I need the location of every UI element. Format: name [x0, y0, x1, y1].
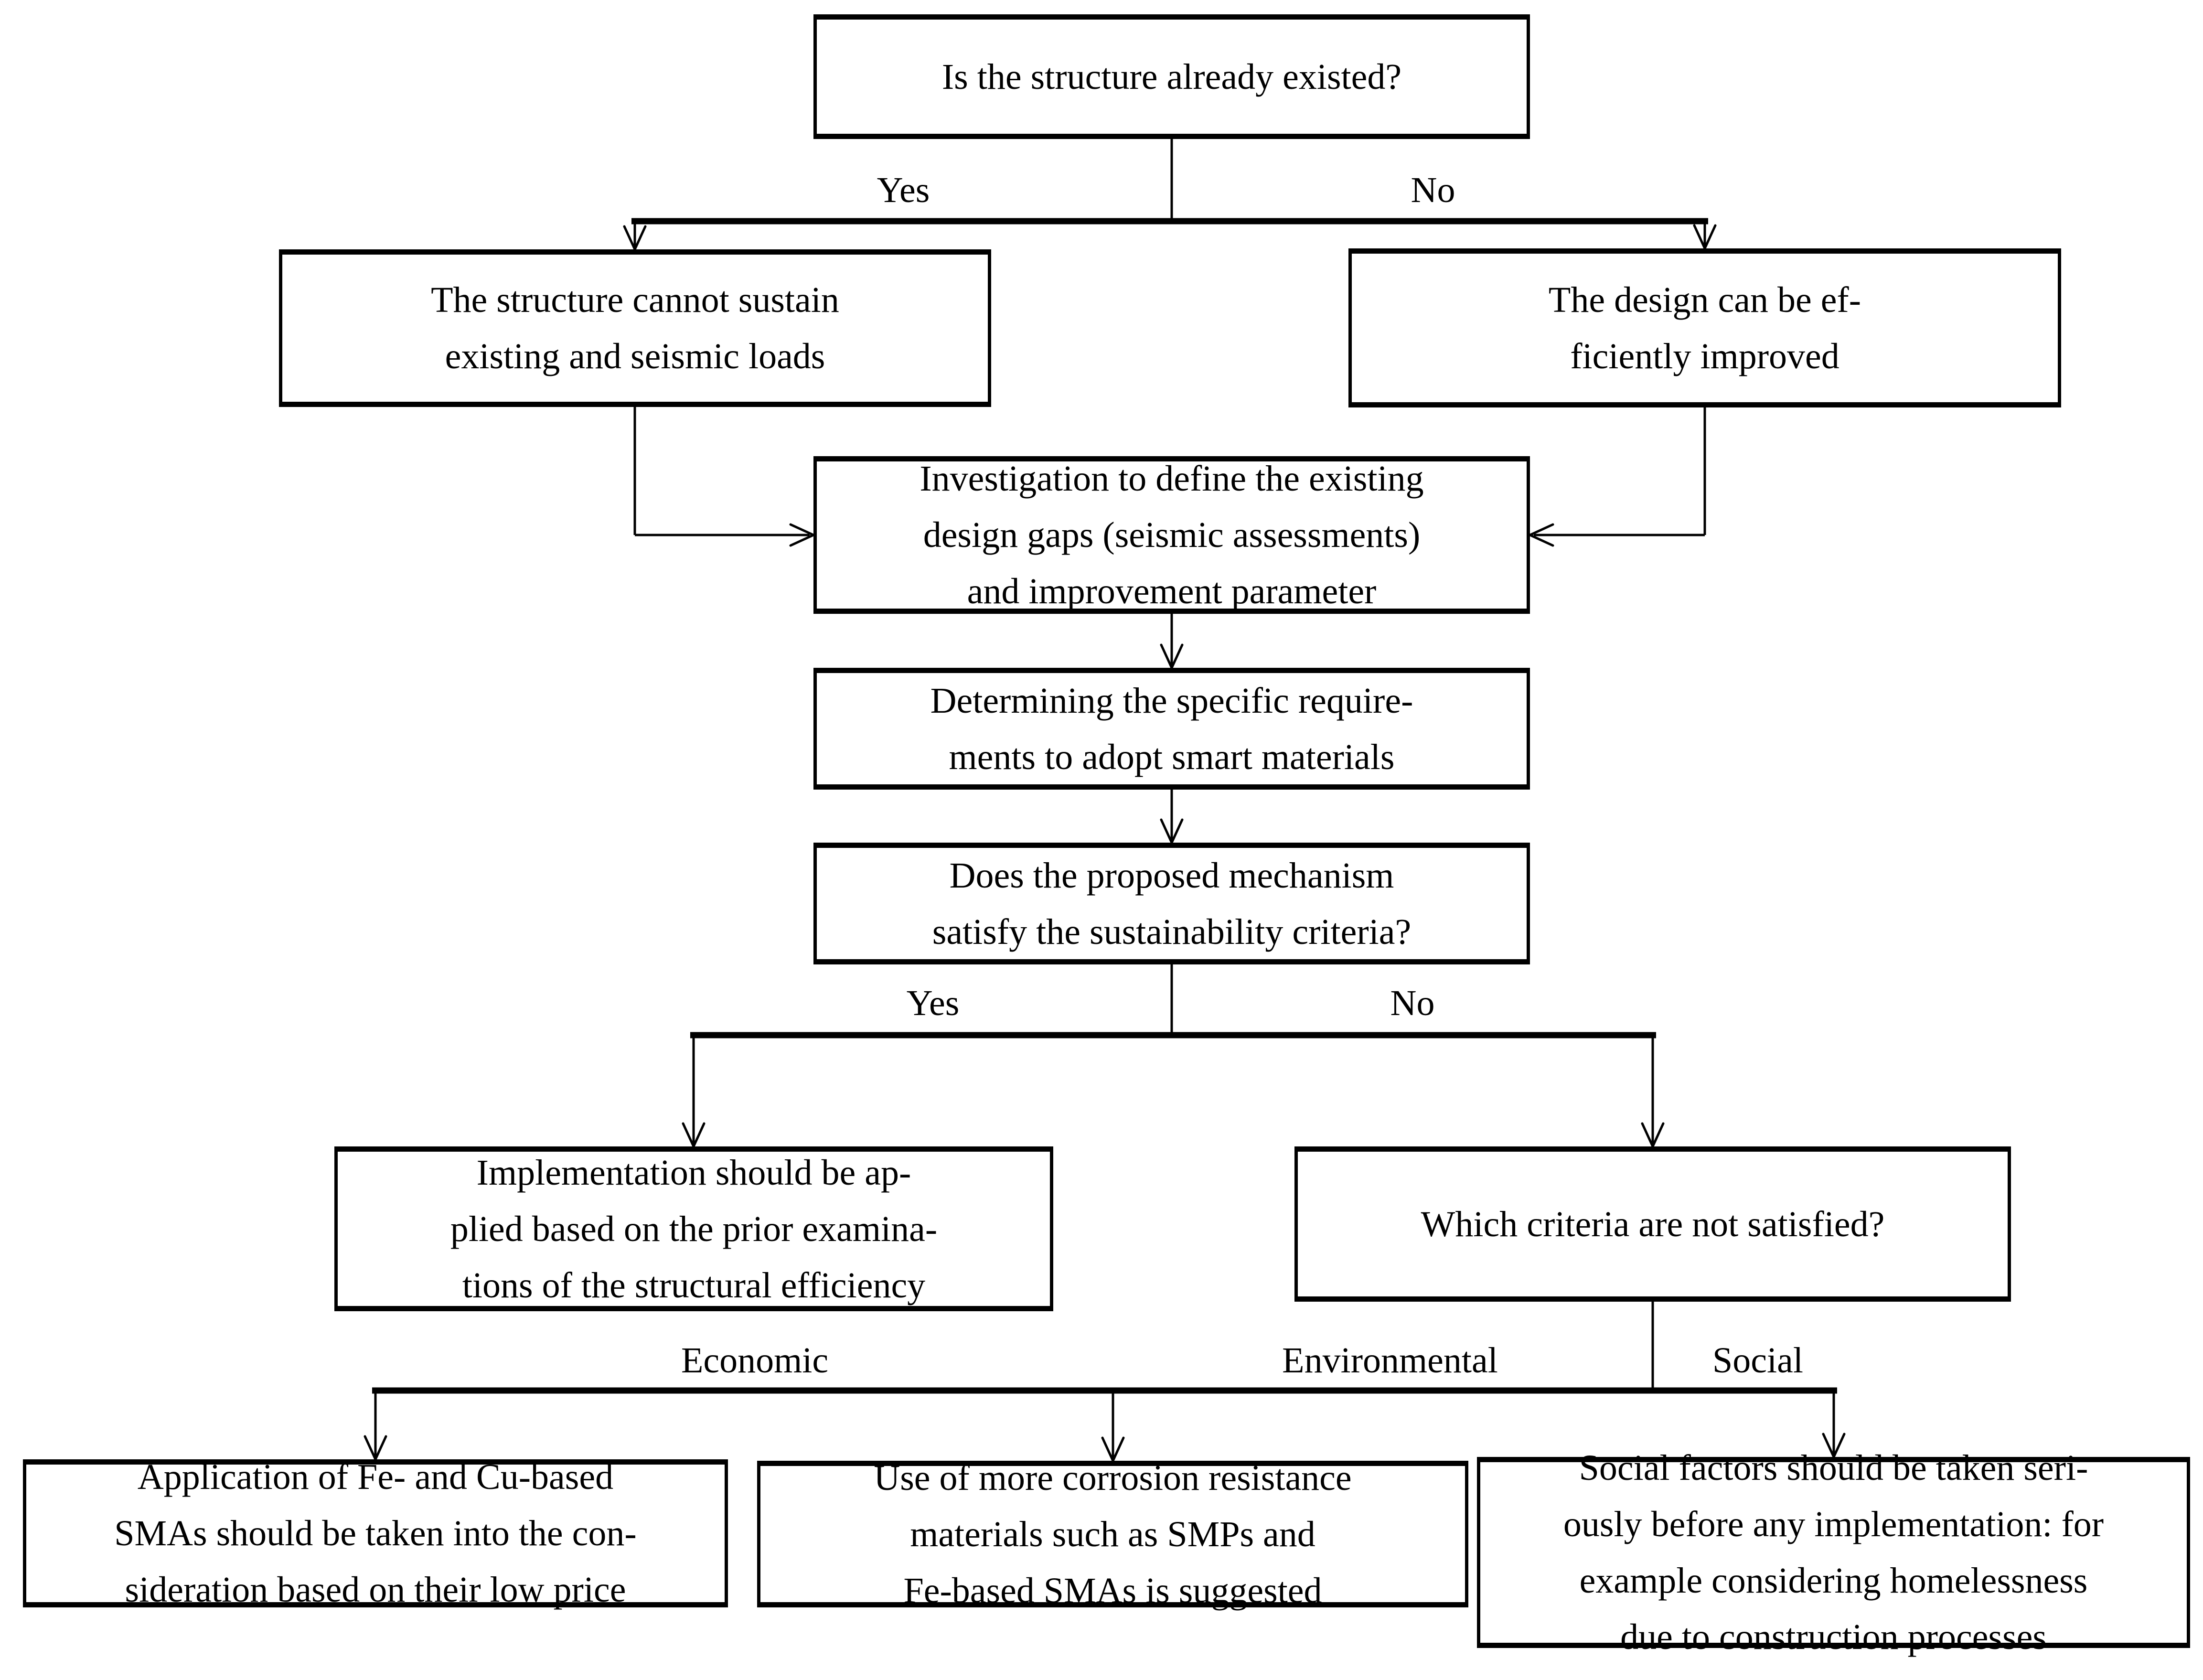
edge-determining-to-sustainability — [1160, 790, 1184, 846]
node-text-line: Which criteria are not satisfied? — [1421, 1204, 1885, 1244]
node-question-structure-exists: Is the structure already existed? — [813, 14, 1530, 139]
node-text-line: ously before any implementation: for — [1563, 1504, 2104, 1544]
node-text-line: Social factors should be taken seri- — [1579, 1448, 2088, 1488]
edge-label-exists-no: No — [1411, 170, 1455, 210]
edge-design-to-investigation — [1527, 405, 1706, 547]
node-text-line: due to construction processes — [1620, 1617, 2047, 1657]
node-design-can-be-improved: The design can be ef- ficiently improved — [1348, 248, 2061, 407]
node-text-line: ments to adopt smart materials — [949, 737, 1395, 777]
node-text-line: ficiently improved — [1570, 336, 1839, 376]
node-text-line: Investigation to define the existing — [920, 459, 1424, 499]
node-implementation-prior-examinations: Implementation should be ap- plied based… — [334, 1146, 1053, 1311]
node-text-line: SMAs should be taken into the con- — [114, 1513, 637, 1553]
node-text-line: existing and seismic loads — [445, 336, 825, 376]
node-text-line: Implementation should be ap- — [476, 1152, 911, 1193]
node-text-line: Does the proposed mechanism — [949, 855, 1394, 896]
node-text-line: Application of Fe- and Cu-based — [137, 1457, 614, 1497]
node-question-sustainability-criteria: Does the proposed mechanism satisfy the … — [813, 843, 1530, 964]
edge-label-sustain-yes: Yes — [906, 983, 960, 1023]
node-text-line: and improvement parameter — [967, 571, 1377, 611]
edge-label-sustain-no: No — [1390, 983, 1435, 1023]
node-text-line: tions of the structural efficiency — [462, 1265, 926, 1305]
node-economic-action-sma: Application of Fe- and Cu-based SMAs sho… — [23, 1457, 728, 1610]
node-question-which-criteria: Which criteria are not satisfied? — [1294, 1146, 2011, 1302]
node-text-line: Determining the specific require- — [930, 680, 1413, 721]
edge-label-environmental: Environmental — [1282, 1340, 1498, 1380]
node-text-line: example considering homelessness — [1579, 1561, 2088, 1601]
node-text-line: materials such as SMPs and — [910, 1514, 1315, 1554]
node-text-line: satisfy the sustainability criteria? — [932, 911, 1412, 952]
edge-label-social: Social — [1712, 1340, 1803, 1380]
node-text-line: Fe-based SMAs is suggested — [903, 1570, 1322, 1611]
arrowhead-left — [1527, 523, 1554, 547]
node-text-line: sideration based on their low price — [125, 1570, 626, 1610]
node-structure-cannot-sustain: The structure cannot sustain existing an… — [279, 249, 991, 407]
node-text-line: The design can be ef- — [1548, 279, 1861, 320]
node-text-line: plied based on the prior examina- — [450, 1209, 938, 1249]
edge-exists-branch — [623, 139, 1717, 253]
node-text-line: The structure cannot sustain — [431, 280, 839, 320]
node-text-line: design gaps (seismic assessments) — [923, 515, 1421, 555]
node-text-line: Use of more corrosion resistance — [874, 1457, 1352, 1498]
edge-sustainability-branch — [682, 964, 1665, 1150]
node-investigation-design-gaps: Investigation to define the existing des… — [813, 456, 1530, 614]
edge-investigation-to-determining — [1160, 614, 1184, 671]
node-social-action-factors: Social factors should be taken seri- ous… — [1477, 1448, 2190, 1657]
edge-cannot-to-investigation — [633, 404, 817, 547]
edge-criteria-branch — [364, 1302, 1846, 1464]
edge-label-economic: Economic — [681, 1340, 829, 1380]
node-environmental-action-corrosion: Use of more corrosion resistance materia… — [757, 1458, 1468, 1611]
node-determining-requirements: Determining the specific require- ments … — [813, 668, 1530, 790]
edge-label-exists-yes: Yes — [877, 170, 930, 210]
node-text-line: Is the structure already existed? — [941, 56, 1402, 97]
